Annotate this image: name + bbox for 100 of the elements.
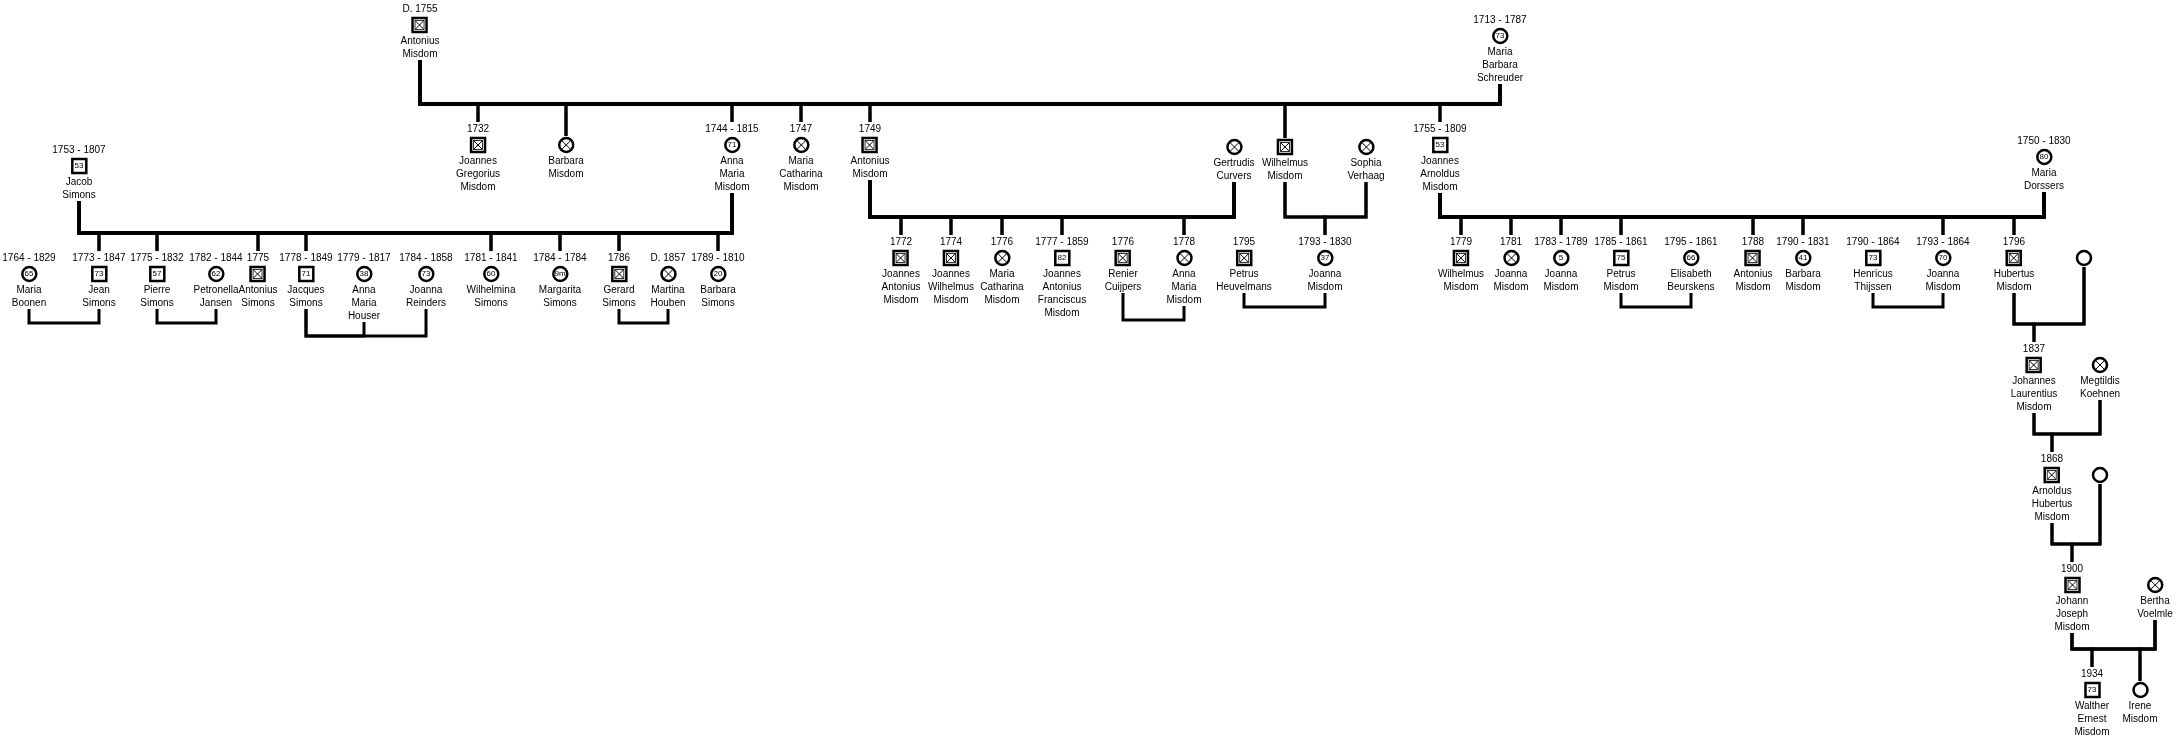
- person-name: Maria Catharina Misdom: [980, 267, 1024, 306]
- life-dates: 1793 - 1864: [1916, 235, 1970, 249]
- person-name: Joanna Misdom: [1493, 267, 1529, 293]
- person-name: Jacob Simons: [62, 175, 96, 201]
- age-number: 66: [1685, 252, 1697, 264]
- life-dates: 1747: [789, 122, 813, 136]
- person-name: Joanna Misdom: [1543, 267, 1579, 293]
- age-number: 65: [23, 268, 35, 280]
- life-dates: 1790 - 1831: [1776, 235, 1830, 249]
- person-name: Arnoldus Hubertus Misdom: [2031, 484, 2073, 523]
- person-name: Megtildis Koehnen: [2080, 374, 2120, 400]
- age-number: 71: [300, 268, 312, 280]
- age-number: 73: [1867, 252, 1879, 264]
- person-name: Petronella Jansen: [193, 283, 239, 309]
- life-dates: 1795 - 1861: [1664, 235, 1718, 249]
- life-dates: 1778: [1172, 235, 1196, 249]
- life-dates: 1796: [2002, 235, 2026, 249]
- family-line: [1121, 293, 1186, 322]
- person-name: Bertha Voelmle: [2137, 594, 2173, 620]
- family-line: [617, 309, 670, 325]
- person-name: Petrus Misdom: [1603, 267, 1639, 293]
- age-number: 70: [1937, 252, 1949, 264]
- person-name: Wilhelmus Misdom: [1261, 156, 1309, 182]
- person-name: Barbara Misdom: [1785, 267, 1821, 293]
- family-line: [2032, 267, 2086, 342]
- age-number: 53: [1434, 139, 1446, 151]
- life-dates: 1934: [2080, 667, 2104, 681]
- person-name: Joannes Antonius Franciscus Misdom: [1037, 267, 1087, 319]
- life-dates: 1732: [466, 122, 490, 136]
- life-dates: 1789 - 1810: [691, 251, 745, 265]
- person-name: Johann Joseph Misdom: [2054, 594, 2090, 633]
- person-name: Joanna Misdom: [1925, 267, 1961, 293]
- age-number: 57: [151, 268, 163, 280]
- person-name: Elisabeth Beurskens: [1667, 267, 1715, 293]
- family-line: [1182, 182, 1236, 235]
- age-number: 5: [1557, 252, 1565, 264]
- age-number: 60: [485, 268, 497, 280]
- life-dates: 1753 - 1807: [52, 143, 106, 157]
- age-number: 41: [1797, 252, 1809, 264]
- age-number: 38: [358, 268, 370, 280]
- age-number: 37: [1319, 252, 1331, 264]
- person-name: Joannes Wilhelmus Misdom: [927, 267, 975, 306]
- person-name: Anna Maria Houser: [347, 283, 381, 322]
- person-name: Johannes Laurentius Misdom: [2010, 374, 2058, 413]
- person-name: Sophia Verhaag: [1347, 156, 1385, 182]
- life-dates: 1772: [889, 235, 913, 249]
- person-name: Petrus Heuvelmans: [1216, 267, 1272, 293]
- life-dates: 1837: [2022, 342, 2046, 356]
- person-name: Maria Boonen: [11, 283, 47, 309]
- life-dates: 1713 - 1787: [1473, 13, 1527, 27]
- life-dates: 1790 - 1864: [1846, 235, 1900, 249]
- life-dates: 1755 - 1809: [1413, 122, 1467, 136]
- family-line: [304, 309, 428, 338]
- person-name: Henricus Thijssen: [1853, 267, 1893, 293]
- age-number: 20: [712, 268, 724, 280]
- person-name: Jean Simons: [82, 283, 116, 309]
- person-name: Walther Ernest Misdom: [2074, 699, 2110, 738]
- person-name: Barbara Misdom: [548, 154, 584, 180]
- person-name: Hubertus Misdom: [1993, 267, 2035, 293]
- person-name: Joanna Reinders: [406, 283, 446, 309]
- person-name: Martina Houben: [650, 283, 686, 309]
- life-dates: 1779 - 1817: [337, 251, 391, 265]
- age-number: 73: [420, 268, 432, 280]
- family-line: [1871, 293, 1945, 309]
- life-dates: 1786: [607, 251, 631, 265]
- life-dates: 1784 - 1858: [399, 251, 453, 265]
- life-dates: 1783 - 1789: [1534, 235, 1588, 249]
- life-dates: 1764 - 1829: [2, 251, 56, 265]
- age-number: 80: [2038, 151, 2050, 163]
- life-dates: 1775: [246, 251, 270, 265]
- person-name: Anna Maria Misdom: [1166, 267, 1202, 306]
- person-name: Anna Maria Misdom: [714, 154, 750, 193]
- age-number: 53: [73, 160, 85, 172]
- family-line: [1242, 293, 1327, 309]
- age-number: 73: [93, 268, 105, 280]
- person-name: Jacques Simons: [287, 283, 325, 309]
- person-name: Antonius Misdom: [850, 154, 890, 180]
- person-name: Maria Barbara Schreuder: [1476, 45, 1524, 84]
- person-name: Margarita Simons: [538, 283, 582, 309]
- family-line: [2050, 400, 2102, 452]
- person-name: Gertrudis Curvers: [1213, 156, 1255, 182]
- person-name: Antonius Simons: [238, 283, 278, 309]
- life-dates: D. 1755: [402, 2, 438, 16]
- life-dates: 1784 - 1784: [533, 251, 587, 265]
- age-number: 73: [2086, 684, 2098, 696]
- person-name: Irene Misdom: [2122, 699, 2158, 725]
- life-dates: 1788: [1741, 235, 1765, 249]
- person-name: Maria Catharina Misdom: [779, 154, 823, 193]
- person-name: Antonius Misdom: [1733, 267, 1773, 293]
- life-dates: 1781: [1499, 235, 1523, 249]
- family-line: [1438, 84, 1502, 122]
- person-name: Joannes Gregorius Misdom: [456, 154, 500, 193]
- family-line: [2138, 620, 2157, 681]
- life-dates: 1744 - 1815: [705, 122, 759, 136]
- person-name: Gerard Simons: [602, 283, 636, 309]
- person-name: Joanna Misdom: [1307, 267, 1343, 293]
- life-dates: 1785 - 1861: [1594, 235, 1648, 249]
- age-number: 9m: [553, 268, 567, 280]
- life-dates: 1781 - 1841: [464, 251, 518, 265]
- age-number: 82: [1056, 252, 1068, 264]
